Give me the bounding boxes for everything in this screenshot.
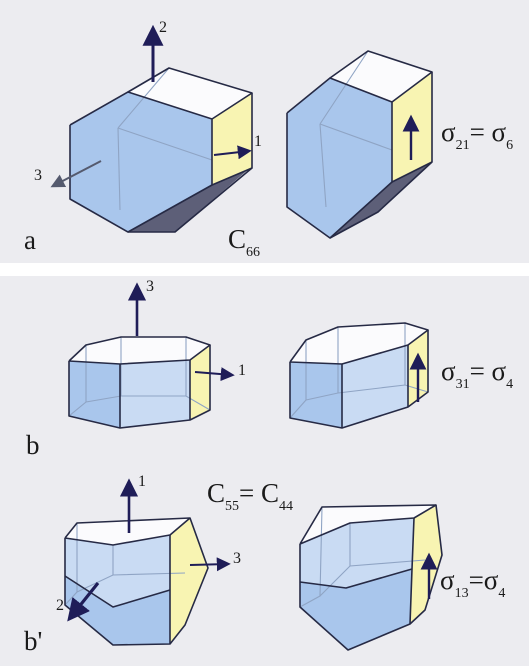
prism-a-undeformed [69,67,253,233]
axis-b-1-arrow [194,367,235,382]
stress-b-eq: = σ [469,356,507,386]
constant-c66-subscript: 66 [246,245,261,260]
stress-b-lhs-sub: 31 [455,377,470,392]
axis-b-3-label: 3 [146,278,154,295]
prism-bp2-front-face [300,518,414,588]
stress-sigma21-eq-sigma6: σ21= σ6 [441,117,513,153]
prism-b-top-face [69,337,210,364]
stress-a-eq: = σ [469,117,507,147]
stress-b-lhs: σ [441,356,456,386]
stress-a-lhs: σ [441,117,456,147]
prism-a2-bottom-face [330,162,432,238]
stress-sigma13-eq-sigma4: σ13=σ4 [440,565,505,601]
panel-b-letter: b [26,430,40,460]
axis-bp-3-arrow [189,557,231,572]
prism-a-top-face [128,68,252,119]
prism-bp-undeformed [64,517,209,646]
axis-bp-2-arrow [67,582,100,622]
prism-bp-side-face [170,518,208,644]
constant-c55-eq-c44: C55= C44 [207,478,293,514]
prism-b2-front-right-face [342,345,408,428]
stress-sigma31-eq-sigma4: σ31= σ4 [441,356,513,392]
constant-c66: C66 [228,224,260,260]
constant-b-rhs-sub: 44 [279,499,294,514]
prism-a-side-face [212,93,252,185]
axis-3-arrow [50,160,102,188]
axis-1-arrow [213,145,252,160]
stress-bp-lhs: σ [440,565,455,595]
axis-bp-3-label: 3 [233,550,241,567]
constant-c66-symbol: C [228,224,247,254]
prism-a-front-face [70,92,212,232]
prism-bp2-top-face [300,505,436,544]
prism-a2-front-face [287,78,392,238]
prism-b-sheared [289,322,429,429]
stress-bp-lhs-sub: 13 [454,586,469,601]
stress-a-rhs-sub: 6 [506,138,514,153]
prism-bp-sheared [299,504,443,651]
prism-a-sheared [286,50,433,239]
axis-1-label: 1 [254,133,262,150]
prism-a-bottom-face [128,168,250,232]
axis-3-label: 3 [34,167,42,184]
constant-b-lhs-sub: 55 [225,499,240,514]
stress-bp-eq: =σ [468,565,499,595]
axis-bp-2-label: 2 [56,597,64,614]
prism-b-undeformed [68,336,211,429]
prism-b-front-right-face [120,360,190,428]
prism-bp-top-face [65,518,190,545]
prism-b2-front-left-face [290,362,342,428]
axis-2-label: 2 [159,19,167,36]
prism-b-front-left-face [69,361,120,428]
axis-bp-1-label: 1 [138,473,146,490]
axis-b-1-label: 1 [238,362,246,379]
prism-bp2-bottom-face [300,569,412,650]
constant-b-eq: = C [239,478,280,508]
stress-a-lhs-sub: 21 [455,138,470,153]
constant-b-lhs: C [207,478,226,508]
panel-a-letter: a [24,225,36,255]
stress-bp-rhs-sub: 4 [498,586,506,601]
panel-bp-letter: b' [24,626,43,656]
stress-b-rhs-sub: 4 [506,377,514,392]
